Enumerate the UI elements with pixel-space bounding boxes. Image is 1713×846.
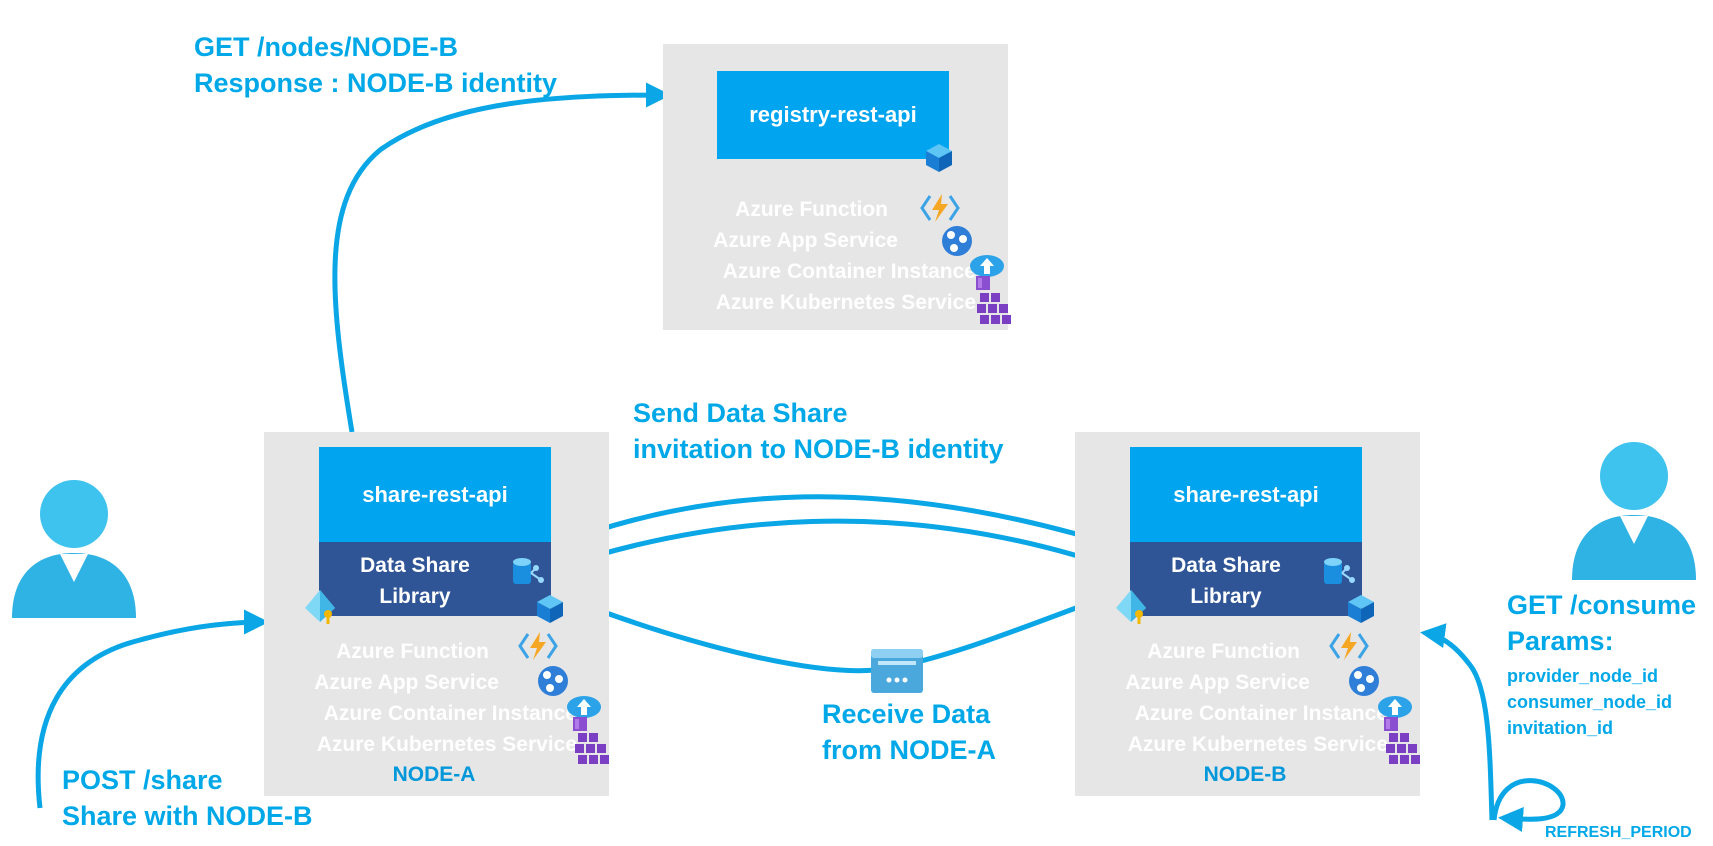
node-b-library-line1: Data Share — [1171, 554, 1281, 577]
node-a-label: NODE-A — [392, 763, 476, 786]
node-a-panel: share-rest-api Data Share Library Azure … — [264, 432, 609, 796]
node-a-function-icon — [518, 632, 558, 660]
param-invitation-id: invitation_id — [1507, 718, 1614, 739]
arrow-b-to-a — [551, 518, 1134, 577]
node-a-service-aci: Azure Container Instance — [323, 702, 577, 725]
registry-service-aci: Azure Container Instance — [722, 260, 976, 283]
node-b-service-aci: Azure Container Instance — [1134, 702, 1388, 725]
registry-api-label: registry-rest-api — [749, 102, 917, 127]
node-b-app-service-icon — [1349, 666, 1379, 696]
refresh-period-label: REFRESH_PERIOD — [1545, 824, 1692, 841]
receive-data-line2: from NODE-A — [822, 734, 996, 765]
arrow-receive-data — [557, 583, 1133, 674]
node-a-storage-icon — [513, 558, 544, 584]
receive-data-line1: Receive Data — [822, 699, 991, 729]
registry-cube-icon — [926, 144, 952, 172]
param-provider-node-id: provider_node_id — [1507, 666, 1659, 686]
node-b-api-box[interactable]: share-rest-api — [1130, 447, 1362, 542]
node-a-service-function: Azure Function — [336, 640, 489, 663]
get-nodes-line2: Response : NODE-B identity — [194, 67, 558, 98]
registry-service-app: Azure App Service — [713, 229, 898, 252]
node-b-api-label: share-rest-api — [1173, 481, 1319, 507]
node-b-key-vault-icon — [1116, 590, 1146, 624]
registry-panel: registry-rest-api Azure Function Azure A… — [663, 44, 1008, 330]
get-consume-line2: Params: — [1507, 625, 1614, 656]
get-nodes-line1: GET /nodes/NODE-B — [194, 32, 459, 62]
node-a-service-app: Azure App Service — [314, 671, 499, 694]
node-b-kubernetes-icon — [1386, 733, 1420, 764]
node-b-function-icon — [1329, 632, 1369, 660]
node-a-cube-icon — [537, 595, 563, 623]
node-b-cube-icon — [1348, 595, 1374, 623]
node-a-key-vault-icon — [305, 590, 335, 624]
node-a-container-instance-icon — [567, 696, 601, 731]
post-share-annotation: POST /share Share with NODE-B — [62, 763, 313, 834]
param-consumer-node-id: consumer_node_id — [1507, 692, 1673, 713]
node-a-library-box[interactable]: Data Share Library — [319, 542, 551, 616]
node-a-kubernetes-icon — [575, 733, 609, 764]
user-right-icon — [1572, 442, 1696, 580]
send-invitation-line2: invitation to NODE-B identity — [633, 433, 1004, 464]
user-left-icon — [12, 480, 136, 618]
registry-container-instance-icon — [970, 255, 1004, 290]
node-b-service-app: Azure App Service — [1125, 671, 1310, 694]
registry-kubernetes-icon — [977, 293, 1011, 324]
arrow-post-share — [35, 609, 269, 809]
receive-data-annotation: Receive Data from NODE-A — [822, 697, 996, 768]
arrow-refresh-loop — [1491, 778, 1566, 832]
get-nodes-annotation: GET /nodes/NODE-B Response : NODE-B iden… — [194, 30, 557, 101]
browser-icon — [871, 649, 923, 693]
node-b-label: NODE-B — [1203, 763, 1287, 786]
arrow-invitation-a-to-b — [554, 494, 1135, 556]
node-b-service-function: Azure Function — [1147, 640, 1300, 663]
arrow-get-consume — [1420, 623, 1495, 821]
get-consume-line1: GET /consume — [1507, 590, 1697, 620]
registry-service-function: Azure Function — [735, 198, 888, 221]
consume-params-list: provider_node_id consumer_node_id invita… — [1507, 663, 1672, 741]
registry-service-aks: Azure Kubernetes Service — [715, 291, 976, 314]
post-share-line2: Share with NODE-B — [62, 800, 313, 831]
arrow-to-registry — [332, 82, 671, 433]
registry-api-box[interactable]: registry-rest-api — [717, 71, 949, 159]
node-a-api-box[interactable]: share-rest-api — [319, 447, 551, 542]
registry-function-icon — [920, 194, 960, 222]
node-b-container-instance-icon — [1378, 696, 1412, 731]
node-a-app-service-icon — [538, 666, 568, 696]
registry-app-service-icon — [942, 226, 972, 256]
node-a-library-line2: Library — [379, 585, 451, 608]
send-invitation-annotation: Send Data Share invitation to NODE-B ide… — [633, 396, 1004, 467]
send-invitation-line1: Send Data Share — [633, 398, 848, 428]
post-share-line1: POST /share — [62, 765, 223, 795]
node-a-service-aks: Azure Kubernetes Service — [316, 733, 577, 756]
node-b-library-box[interactable]: Data Share Library — [1130, 542, 1362, 616]
node-b-library-line2: Library — [1190, 585, 1262, 608]
node-a-library-line1: Data Share — [360, 554, 470, 577]
get-consume-annotation: GET /consume Params: — [1507, 588, 1696, 659]
node-b-storage-icon — [1324, 558, 1355, 584]
node-b-service-aks: Azure Kubernetes Service — [1127, 733, 1388, 756]
node-a-api-label: share-rest-api — [362, 481, 508, 507]
